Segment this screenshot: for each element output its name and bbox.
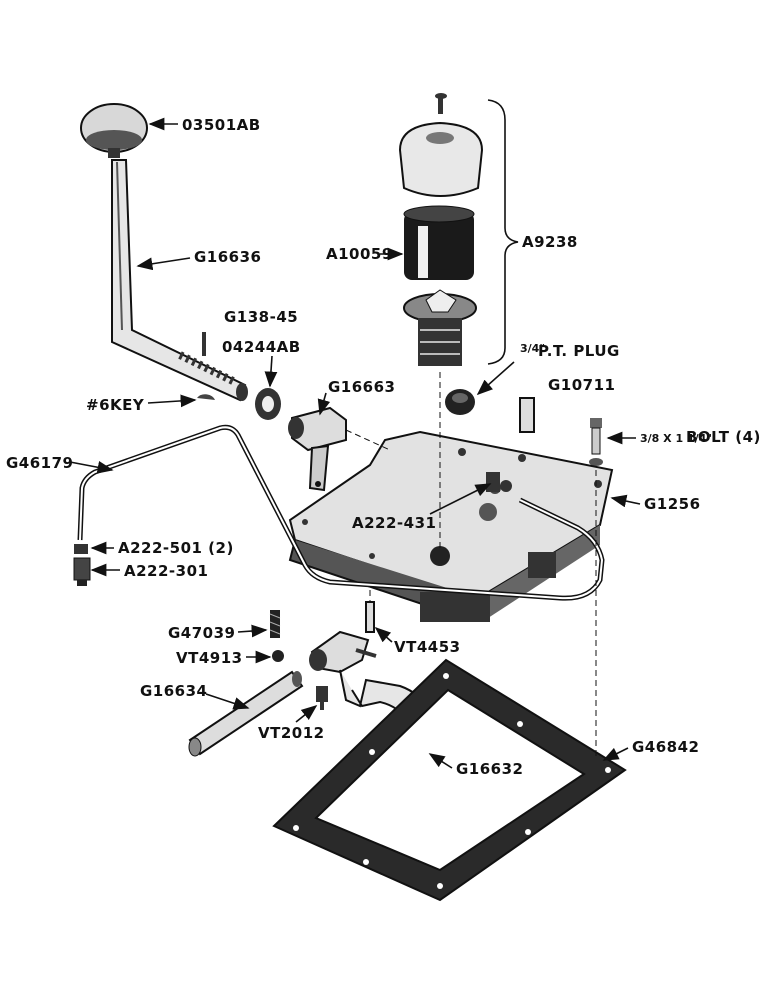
- gasket-part: [272, 658, 627, 902]
- svg-text:A222-431: A222-431: [352, 514, 436, 532]
- svg-text:3/8 X 1 1/4": 3/8 X 1 1/4": [640, 432, 712, 445]
- rail-part: [188, 670, 304, 757]
- alignment-lines: [345, 372, 597, 760]
- dowel-part: [519, 397, 535, 433]
- filter-element-part: [403, 205, 475, 280]
- svg-text:04244AB: 04244AB: [222, 338, 301, 356]
- svg-text:#6KEY: #6KEY: [86, 396, 145, 414]
- label-pt-plug: 3/4" P.T. PLUG: [476, 342, 620, 396]
- label-spring: G47039: [168, 624, 268, 642]
- label-oil-tube: G46179: [6, 454, 114, 474]
- svg-text:VT2012: VT2012: [258, 724, 325, 742]
- knob-part: [80, 103, 148, 158]
- svg-text:G138-45: G138-45: [224, 308, 298, 326]
- label-rail: G16634: [140, 682, 250, 710]
- svg-text:A222-501 (2): A222-501 (2): [118, 539, 234, 557]
- breather-cap-part: [398, 93, 484, 197]
- bolt-part: [589, 418, 603, 466]
- cover-part: [288, 430, 614, 622]
- svg-text:G46179: G46179: [6, 454, 74, 472]
- svg-text:G16663: G16663: [328, 378, 396, 396]
- pin-part: [365, 601, 375, 633]
- label-washer: 04244AB: [222, 338, 301, 388]
- svg-text:03501AB: 03501AB: [182, 116, 261, 134]
- label-lever-arm: G16663: [317, 378, 396, 416]
- svg-text:3/4": 3/4": [520, 342, 545, 355]
- ball-part: [272, 650, 284, 662]
- svg-text:A9238: A9238: [522, 233, 578, 251]
- label-shift-lever: G16636: [136, 248, 262, 271]
- pt-plug-part: [445, 389, 475, 415]
- assembly-brace: [487, 99, 519, 365]
- shift-lever-part: [111, 159, 248, 402]
- svg-text:G16634: G16634: [140, 682, 208, 700]
- label-breather-assembly: A9238: [522, 233, 578, 251]
- washer-part: [255, 388, 281, 420]
- svg-text:G16636: G16636: [194, 248, 262, 266]
- label-set-screw: VT2012: [258, 705, 325, 742]
- label-dowel: G10711: [548, 376, 616, 394]
- svg-text:G10711: G10711: [548, 376, 616, 394]
- label-gasket: G46842: [602, 738, 700, 761]
- svg-text:G1256: G1256: [644, 495, 701, 513]
- label-roll-pin: G138-45: [224, 308, 298, 326]
- key-part: [197, 394, 215, 400]
- spring-part: [269, 610, 281, 638]
- svg-text:G46842: G46842: [632, 738, 700, 756]
- svg-text:VT4913: VT4913: [176, 649, 243, 667]
- svg-text:A222-301: A222-301: [124, 562, 208, 580]
- lever-arm-part: [288, 406, 347, 492]
- label-bolt: 3/8 X 1 1/4" BOLT (4): [606, 428, 761, 446]
- svg-text:BOLT (4): BOLT (4): [686, 428, 761, 446]
- label-key: #6KEY: [86, 394, 197, 414]
- breather-base-part: [403, 289, 477, 366]
- label-pin: VT4453: [374, 626, 461, 656]
- label-fitting-a: A222-501 (2): [90, 539, 234, 557]
- svg-text:G47039: G47039: [168, 624, 236, 642]
- roll-pin-part: [202, 332, 206, 356]
- label-cover: G1256: [610, 494, 701, 513]
- label-tube-fitting: A222-431: [352, 483, 492, 532]
- svg-text:VT4453: VT4453: [394, 638, 461, 656]
- set-screw-part: [316, 686, 328, 710]
- svg-text:P.T. PLUG: P.T. PLUG: [538, 342, 620, 360]
- label-filter-element: A10059: [326, 245, 404, 263]
- label-fitting-b: A222-301: [90, 562, 208, 580]
- label-knob: 03501AB: [148, 116, 261, 134]
- label-fork: G16632: [428, 753, 524, 778]
- fittings-part: [73, 544, 91, 586]
- svg-text:G16632: G16632: [456, 760, 524, 778]
- label-ball: VT4913: [176, 649, 272, 667]
- svg-text:A10059: A10059: [326, 245, 393, 263]
